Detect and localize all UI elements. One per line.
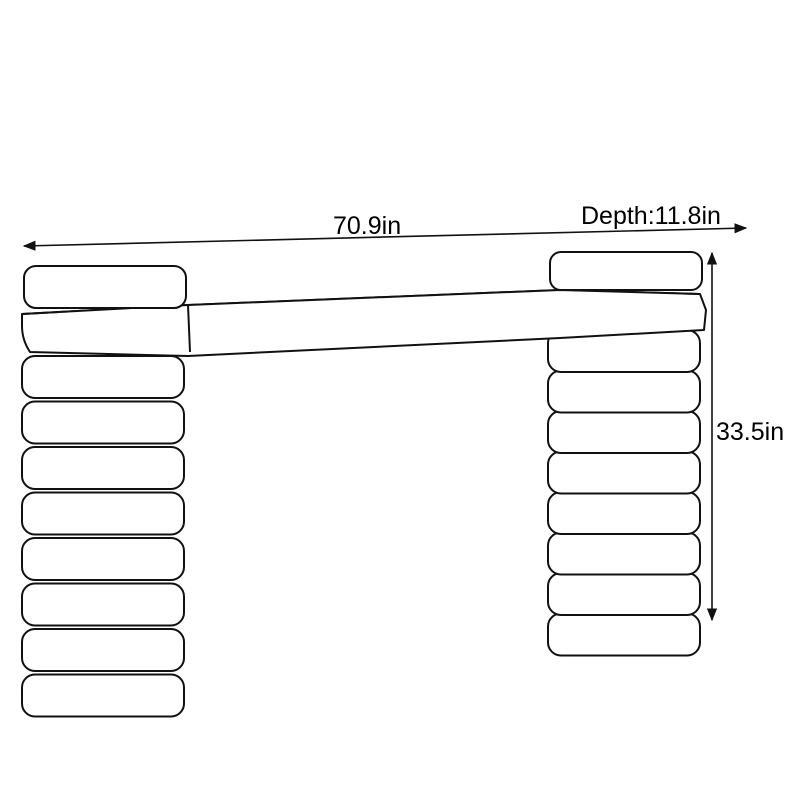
right-column — [547, 329, 701, 657]
width-dimension-arrow — [22, 223, 748, 251]
left-column-disc — [21, 582, 185, 627]
width-label: 70.9in — [333, 212, 401, 240]
left-column-disc — [21, 628, 185, 672]
left-column-disc — [21, 673, 185, 718]
right-column-disc — [547, 572, 701, 616]
right-top-cap — [549, 251, 703, 291]
left-column-disc — [21, 400, 185, 445]
width-dimension: 70.9in — [22, 212, 748, 251]
right-column-disc — [547, 612, 701, 657]
left-column-disc — [21, 355, 185, 399]
height-dimension: 33.5in — [706, 251, 784, 622]
right-column-disc — [547, 450, 701, 495]
left-column-disc — [21, 491, 185, 536]
left-column-disc — [21, 537, 185, 581]
depth-label: Depth:11.8in — [581, 202, 721, 230]
right-column-disc — [547, 369, 701, 414]
right-column-disc — [547, 531, 701, 576]
height-label: 33.5in — [716, 418, 784, 446]
right-column-disc — [547, 491, 701, 535]
left-top-cap — [23, 265, 187, 309]
left-column-disc — [21, 446, 185, 490]
right-column-disc — [547, 410, 701, 454]
left-column — [21, 355, 185, 718]
